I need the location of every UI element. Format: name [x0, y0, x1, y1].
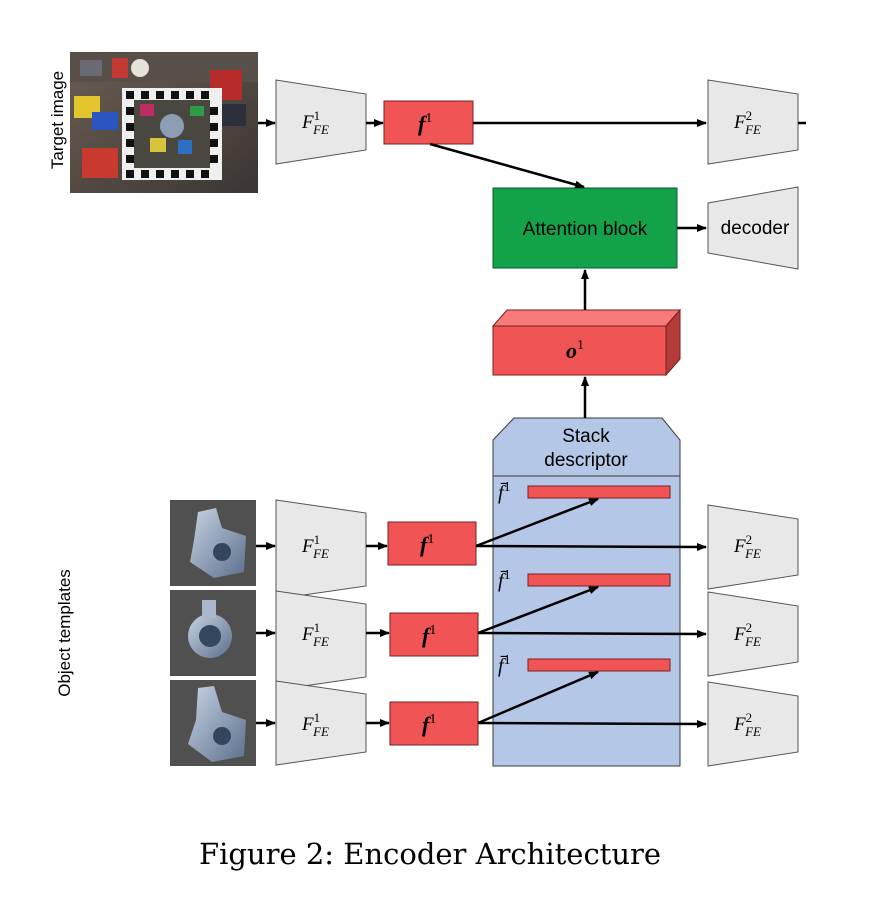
attention-block-label: Attention block	[523, 219, 648, 240]
output-feature-label: o1	[566, 338, 584, 363]
template-feature-label-3: f1	[422, 712, 436, 737]
output-feature-box	[491, 308, 682, 377]
feature-extractor-1-row2	[275, 590, 367, 691]
stack-feature-bar-2	[527, 573, 671, 587]
template-feature-label-1: f1	[420, 532, 434, 557]
template-image-1	[170, 500, 256, 586]
template-feature-box-1	[387, 521, 477, 566]
target-image	[70, 52, 258, 193]
stack-feature-label-2: f̄1	[498, 568, 511, 592]
object-templates-label: Object templates	[55, 569, 74, 697]
arrow-feature-to-attention	[429, 142, 585, 189]
feature-extractor-1-row3	[275, 680, 367, 766]
arrow-row2-feature-to-stack	[477, 585, 599, 635]
template-feature-box-3	[389, 701, 479, 746]
template-image-3	[170, 680, 256, 766]
feature-extractor-2-row3	[707, 681, 799, 767]
decoder-block	[707, 186, 799, 270]
fiducial-marker-board	[126, 91, 218, 178]
arrow-row3-feature-to-fe2	[477, 719, 707, 728]
target-feature-box	[383, 100, 474, 145]
stack-title-line1: Stack	[562, 426, 610, 447]
arrow-row2-feature-to-fe2	[477, 629, 707, 638]
arrows	[256, 119, 806, 728]
stack-feature-bar-1	[527, 485, 671, 499]
template-image-2	[170, 590, 256, 676]
template-feature-label-2: f1	[422, 623, 436, 648]
figure-caption: Figure 2: Encoder Architecture	[199, 837, 661, 871]
feature-extractor-2-row1	[707, 504, 799, 590]
attention-block	[492, 187, 678, 269]
stack-title-line2: descriptor	[544, 450, 628, 471]
template-feature-box-2	[389, 612, 479, 657]
feature-extractor-1-target	[275, 79, 367, 165]
arrow-row1-feature-to-stack	[475, 497, 599, 548]
stack-feature-label-3: f̄1	[498, 653, 511, 677]
decoder-label: decoder	[721, 218, 790, 239]
feature-extractor-2-target	[707, 79, 799, 165]
arrow-row3-feature-to-stack	[477, 670, 599, 725]
arrow-row1-feature-to-fe2	[475, 542, 707, 551]
stack-feature-bar-3	[527, 658, 671, 672]
feature-extractor-1-row1	[275, 499, 367, 600]
stack-feature-label-1: f̄1	[498, 480, 511, 504]
target-feature-label: f1	[418, 111, 432, 136]
target-image-label: Target image	[48, 71, 67, 169]
feature-extractor-2-row2	[707, 591, 799, 677]
